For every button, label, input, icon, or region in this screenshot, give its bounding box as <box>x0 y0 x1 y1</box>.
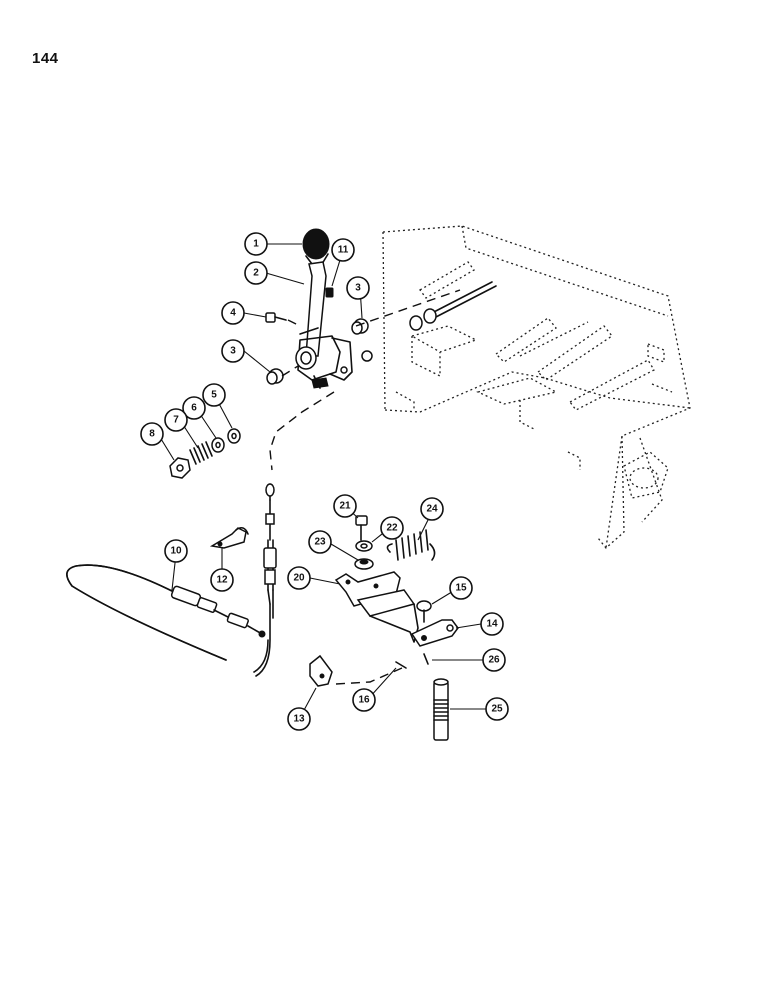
assembly-line <box>335 667 403 685</box>
callout-3: 3 <box>221 339 245 363</box>
spring-7 <box>189 441 213 465</box>
svg-text:22: 22 <box>386 523 398 534</box>
svg-text:25: 25 <box>491 704 503 715</box>
callout-8: 8 <box>140 422 164 446</box>
svg-text:6: 6 <box>191 403 197 414</box>
callout-20: 20 <box>287 566 311 590</box>
assembly-line <box>355 289 461 327</box>
callout-2: 2 <box>244 261 268 285</box>
svg-text:10: 10 <box>170 546 182 557</box>
svg-text:4: 4 <box>230 308 236 319</box>
callout-11: 11 <box>331 238 355 262</box>
callout-10: 10 <box>164 539 188 563</box>
washer-5 <box>227 428 241 444</box>
svg-text:26: 26 <box>488 655 500 666</box>
svg-text:14: 14 <box>486 619 498 630</box>
callout-23: 23 <box>308 530 332 554</box>
svg-text:11: 11 <box>338 245 349 256</box>
yoke-13 <box>309 654 333 687</box>
throttle-knob <box>302 228 330 265</box>
callout-25: 25 <box>485 697 509 721</box>
callout-22: 22 <box>380 516 404 540</box>
cable-clamp-12 <box>209 526 249 549</box>
spring-24 <box>386 529 436 561</box>
callout-15: 15 <box>449 576 473 600</box>
svg-text:21: 21 <box>339 501 351 512</box>
nut-23 <box>354 558 374 570</box>
svg-text:12: 12 <box>216 575 228 586</box>
callout-14: 14 <box>480 612 504 636</box>
throttle-lever <box>295 261 353 389</box>
callout-4: 4 <box>221 301 245 325</box>
set-screw-11 <box>325 287 334 298</box>
svg-text:13: 13 <box>293 714 305 725</box>
svg-text:7: 7 <box>173 415 179 426</box>
assembly-line <box>281 365 299 377</box>
bolt-15 <box>416 600 432 623</box>
callout-leaders <box>157 243 488 713</box>
bracket-20 <box>334 571 419 643</box>
svg-text:3: 3 <box>355 283 361 294</box>
callout-21: 21 <box>333 494 357 518</box>
svg-text:15: 15 <box>455 583 467 594</box>
bolt-4 <box>265 312 287 323</box>
callout-16: 16 <box>352 688 376 712</box>
washer-6 <box>211 437 225 453</box>
rod-nut <box>409 308 437 331</box>
svg-text:16: 16 <box>358 695 370 706</box>
spacer-3-upper <box>351 318 373 362</box>
callout-1: 1 <box>244 232 268 256</box>
console-panel <box>382 225 691 549</box>
svg-text:1: 1 <box>253 239 259 250</box>
bolt-21 <box>355 515 368 541</box>
svg-text:3: 3 <box>230 346 236 357</box>
callout-3: 3 <box>346 276 370 300</box>
throttle-cable-upper <box>253 483 277 677</box>
callout-26: 26 <box>482 648 506 672</box>
shaft-25 <box>433 678 449 741</box>
svg-text:24: 24 <box>426 504 438 515</box>
assembly-line <box>287 319 301 327</box>
lever-14 <box>410 619 459 647</box>
throttle-cable-10 <box>66 564 266 661</box>
pin-16 <box>395 661 407 669</box>
svg-text:23: 23 <box>314 537 326 548</box>
washer-22 <box>355 540 373 552</box>
nut-8 <box>169 457 191 479</box>
callout-13: 13 <box>287 707 311 731</box>
callout-6: 6 <box>182 396 206 420</box>
callout-24: 24 <box>420 497 444 521</box>
callout-5: 5 <box>202 383 226 407</box>
svg-text:5: 5 <box>211 390 217 401</box>
assembly-line <box>269 391 335 471</box>
svg-text:20: 20 <box>293 573 305 584</box>
callout-7: 7 <box>164 408 188 432</box>
pin-26 <box>423 653 429 665</box>
svg-text:8: 8 <box>149 429 155 440</box>
callout-12: 12 <box>210 568 234 592</box>
page-number: 144 <box>32 50 59 67</box>
svg-text:2: 2 <box>253 268 259 279</box>
